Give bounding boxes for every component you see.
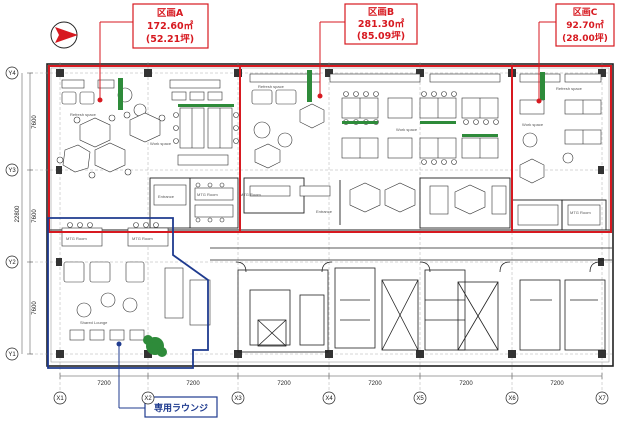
room-label-refresh-b: Refresh space <box>258 84 285 89</box>
zone-b-furniture <box>249 73 507 215</box>
zone-b-name: 区画B <box>368 7 394 18</box>
zone-a-area: 172.60㎡ <box>147 20 194 32</box>
callout-zone-c: 区画C 92.70㎡ (28.00坪) <box>555 3 615 47</box>
row-label-y4: Y4 <box>8 71 16 77</box>
room-label-mtg-l2: MTG Room <box>132 236 153 241</box>
room-label-mtg-a1: MTG Room <box>197 192 218 197</box>
room-label-work-a: Work space <box>150 141 172 146</box>
bay-dim-1: 7200 <box>97 381 111 387</box>
compass-icon <box>50 21 78 49</box>
zone-c-tsubo: (28.00坪) <box>562 32 608 44</box>
zone-b-tsubo: (85.09坪) <box>357 30 405 42</box>
zone-b-area: 281.30㎡ <box>358 18 405 30</box>
room-label-refresh-c: Refresh space <box>556 86 583 91</box>
room-label-entrance-a: Entrance <box>158 194 175 199</box>
zone-a-name: 区画A <box>157 8 184 19</box>
bay-dim-3: 7200 <box>277 381 291 387</box>
zone-c-area: 92.70㎡ <box>566 19 603 31</box>
col-label-x1: X1 <box>56 396 64 402</box>
room-label-mtg-c: MTG Room <box>570 210 591 215</box>
callout-zone-b: 区画B 281.30㎡ (85.09坪) <box>344 3 418 45</box>
lounge-outline <box>47 217 209 369</box>
room-label-entrance-b: Entrance <box>316 209 333 214</box>
zone-c-name: 区画C <box>573 7 598 18</box>
structural-columns <box>56 69 606 358</box>
column-bubbles <box>53 391 609 405</box>
row-label-y3: Y3 <box>8 168 16 174</box>
left-dim-2: 7600 <box>32 209 38 223</box>
left-dimensions <box>21 72 33 355</box>
room-label-lounge: Shared Lounge <box>80 320 108 325</box>
zone-a-tsubo: (52.21坪) <box>146 33 194 45</box>
bay-dim-2: 7200 <box>186 381 200 387</box>
zone-c-outline <box>511 65 612 233</box>
col-label-x7: X7 <box>598 396 606 402</box>
left-dim-3: 7600 <box>32 301 38 315</box>
room-label-work-b: Work space <box>396 127 418 132</box>
bay-dim-5: 7200 <box>459 381 473 387</box>
col-label-x3: X3 <box>234 396 242 402</box>
col-label-x5: X5 <box>416 396 424 402</box>
callout-zone-a: 区画A 172.60㎡ (52.21坪) <box>132 3 209 49</box>
bottom-dimensions <box>59 373 603 379</box>
room-label-refresh-a: Refresh space <box>70 112 97 117</box>
col-label-x2: X2 <box>144 396 152 402</box>
zone-a-furniture <box>56 79 239 223</box>
left-dim-total: 22800 <box>15 205 21 222</box>
building-outline <box>46 63 614 367</box>
zone-markers <box>97 93 542 347</box>
zone-outlines <box>48 65 612 233</box>
callout-lounge: 専用ラウンジ <box>144 396 218 418</box>
room-label-work-c: Work space <box>522 122 544 127</box>
bay-dim-6: 7200 <box>550 381 564 387</box>
callout-leaders <box>99 21 556 409</box>
row-label-y2: Y2 <box>8 260 16 266</box>
building-core <box>210 247 612 353</box>
row-bubbles <box>5 66 19 361</box>
col-label-x6: X6 <box>508 396 516 402</box>
col-label-x4: X4 <box>325 396 333 402</box>
lounge-label: 専用ラウンジ <box>154 402 208 414</box>
bay-dim-4: 7200 <box>368 381 382 387</box>
room-label-mtg-l1: MTG Room <box>66 236 87 241</box>
plants <box>118 70 545 357</box>
zone-c-furniture <box>517 73 602 226</box>
left-dim-1: 7600 <box>32 115 38 129</box>
room-label-mtg-a2: MTG Room <box>240 192 261 197</box>
row-label-y1: Y1 <box>8 352 16 358</box>
